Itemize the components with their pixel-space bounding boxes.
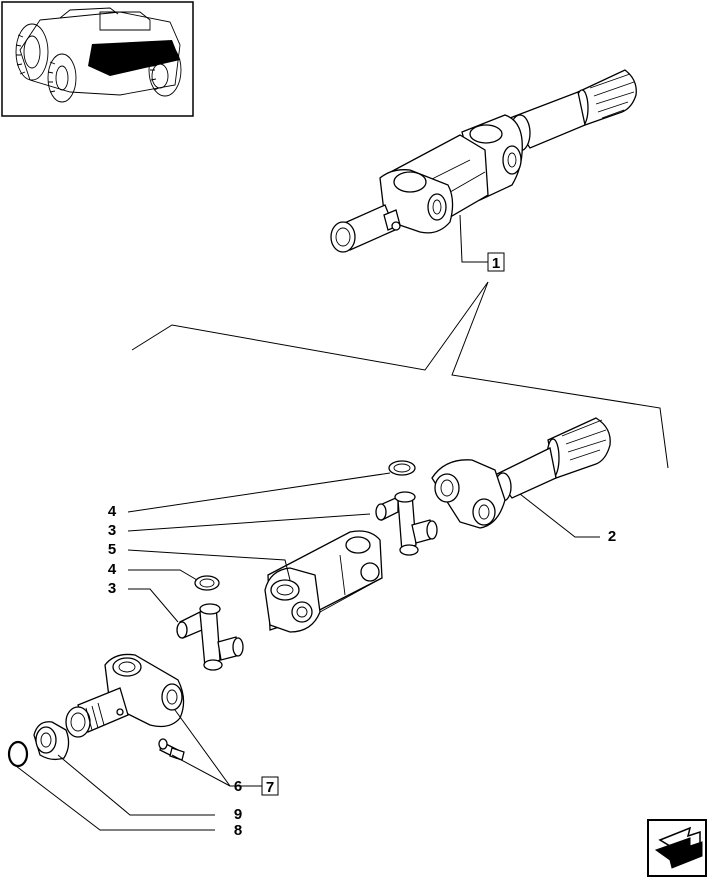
callout-4-lower: 4	[108, 561, 117, 578]
double-yoke-part-5	[264, 530, 383, 633]
callout-7: 7	[266, 779, 274, 796]
callout-5: 5	[108, 541, 116, 558]
circlip-part-8	[7, 740, 29, 768]
callout-6: 6	[234, 778, 242, 795]
callout-3-upper: 3	[108, 522, 116, 539]
highlighted-axle	[88, 40, 180, 76]
grease-nipple-part-7	[158, 738, 185, 761]
callout-4-upper: 4	[108, 503, 117, 520]
callout-1: 1	[492, 255, 500, 272]
cross-spider-lower	[176, 603, 244, 671]
callout-8: 8	[234, 822, 242, 839]
callout-9: 9	[234, 806, 242, 823]
cross-spider-upper	[375, 491, 438, 556]
next-page-arrow-icon[interactable]	[647, 819, 707, 877]
stub-yoke-part-6	[65, 653, 185, 738]
tractor-thumbnail-icon[interactable]	[1, 1, 194, 117]
snap-ring-lower	[194, 575, 220, 591]
nut-part-9	[33, 721, 70, 761]
shaft-yoke-part-2	[431, 417, 611, 529]
callout-3-lower: 3	[108, 580, 116, 597]
snap-ring-upper	[388, 460, 416, 476]
assembled-drive-shaft	[330, 69, 637, 253]
callout-2: 2	[608, 528, 616, 545]
